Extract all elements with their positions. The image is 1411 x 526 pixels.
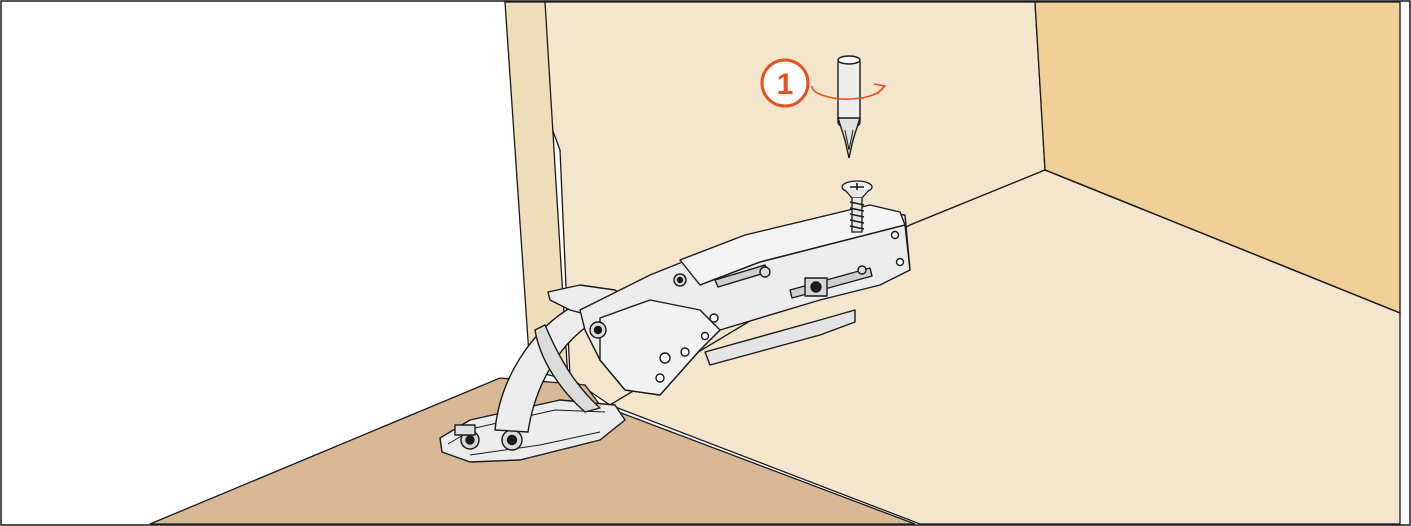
step-number-badge: 1: [760, 58, 810, 108]
countersunk-screw-icon: [841, 180, 873, 233]
cabinet-hinge-icon: [439, 204, 911, 463]
rotation-arrow-icon: [811, 83, 887, 100]
back-bottom-corner-line: [1044, 169, 1401, 314]
step-number-label: 1: [777, 68, 794, 101]
screwdriver-bit-icon: [837, 55, 861, 159]
